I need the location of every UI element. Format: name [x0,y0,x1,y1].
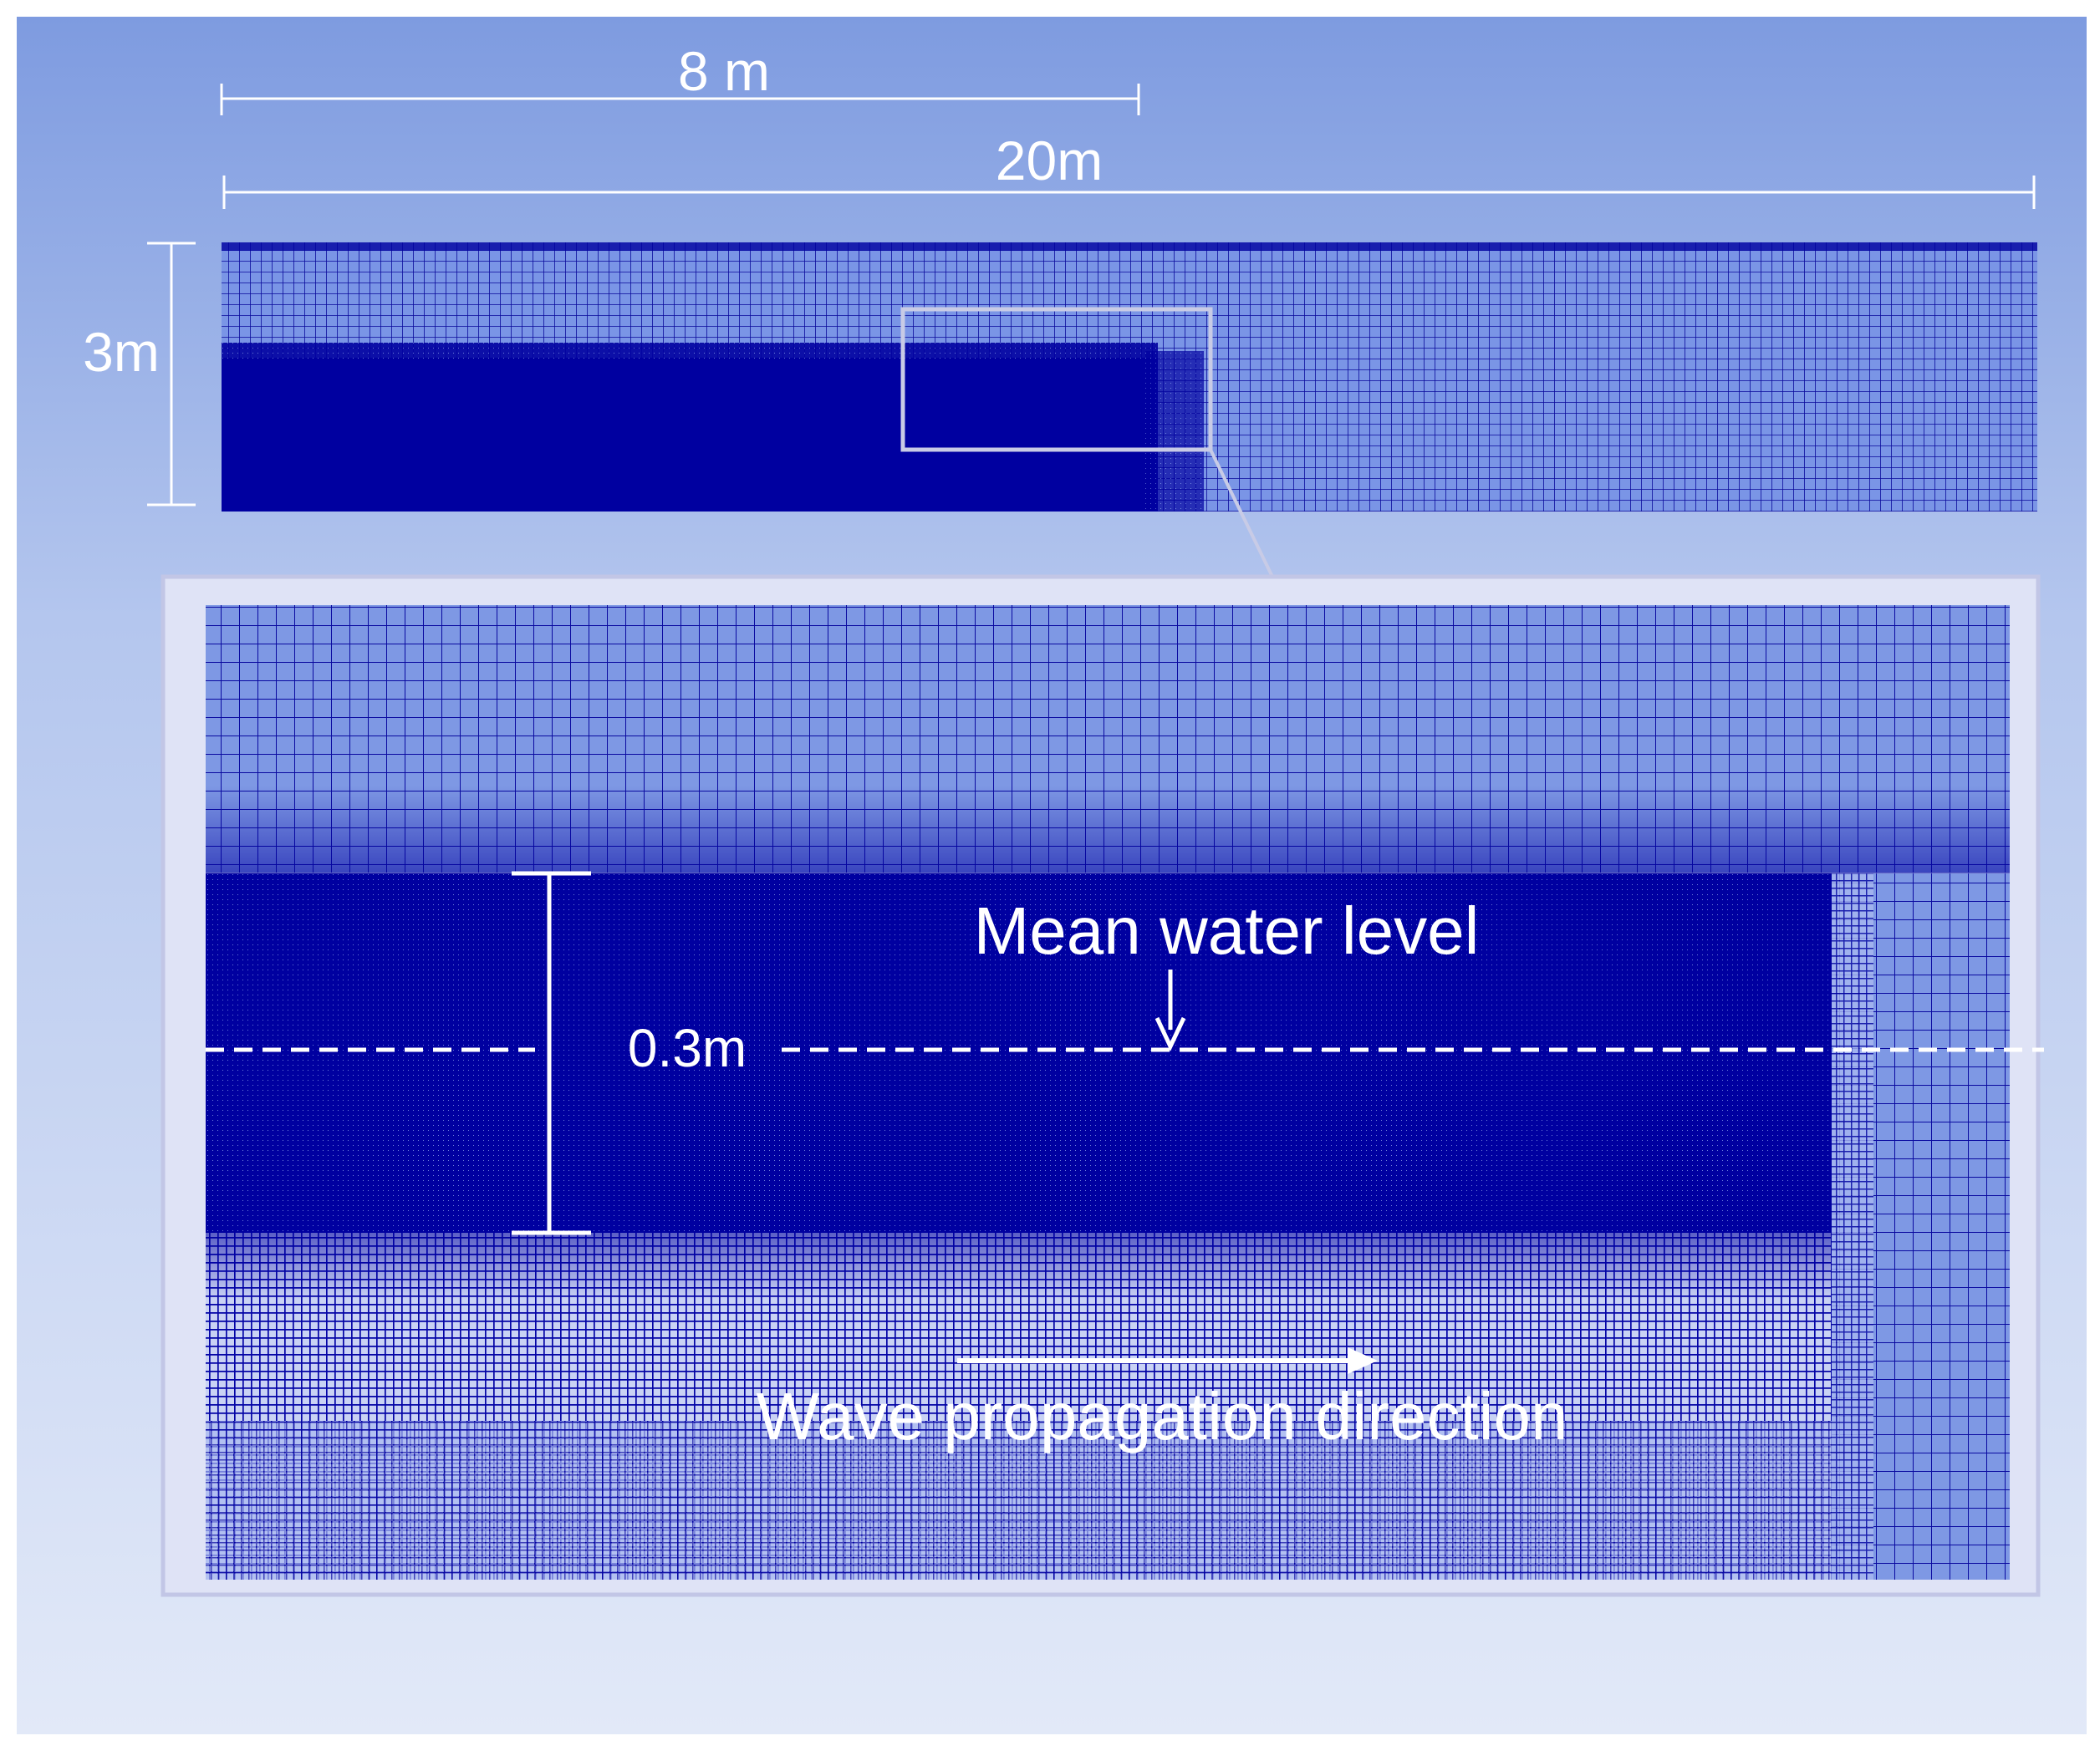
wave-direction-arrow [957,1347,1378,1374]
depth-bracket [512,871,591,1235]
overview-water-region [222,358,1158,512]
dimension-20m [222,176,2036,209]
zoomed-water-band [206,873,1832,1233]
overview-mesh [222,242,2037,512]
dimension-3m-label: 3m [83,321,160,383]
dimension-20m-label: 20m [996,130,1103,191]
zoomed-mesh [206,605,2010,1580]
dimension-8m [220,84,1140,115]
zoom-connector [1209,449,1274,578]
mean-water-level-arrow [1154,970,1186,1051]
wave-direction-label: Wave propagation direction [757,1379,1568,1453]
dimension-3m [147,242,196,506]
depth-label: 0.3m [628,1018,747,1078]
dimension-8m-label: 8 m [678,40,770,102]
mean-water-level-label: Mean water level [974,893,1480,968]
zoom-selection-box [900,307,1213,452]
